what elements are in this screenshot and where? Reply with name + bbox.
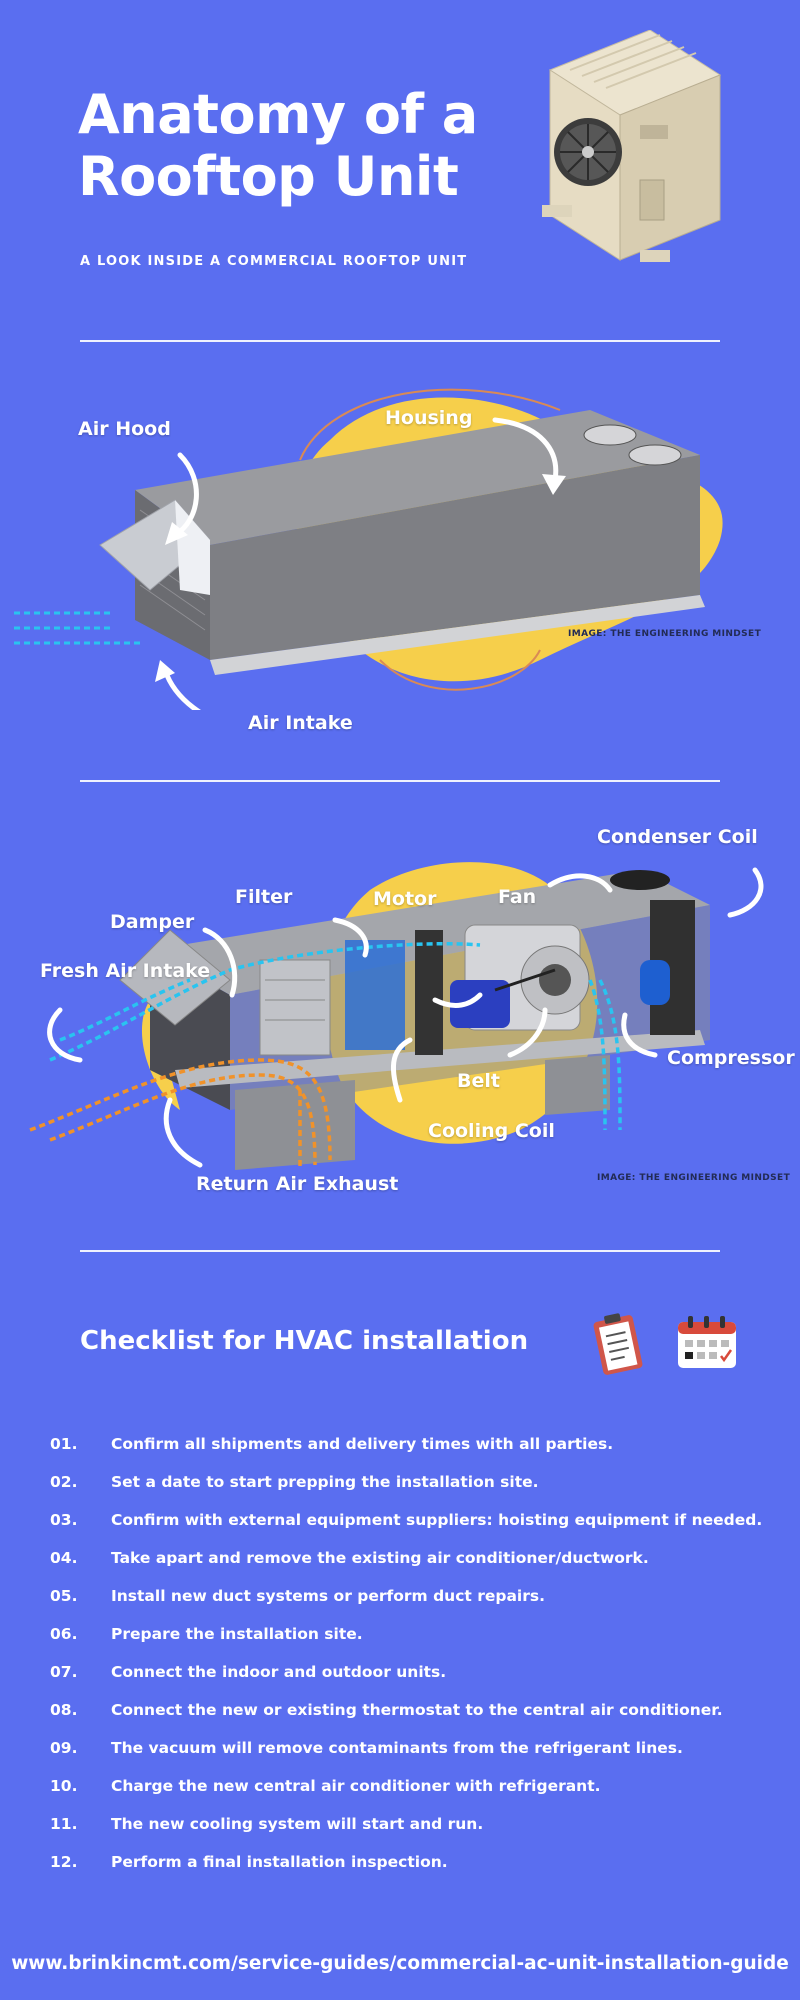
list-item: 10. Charge the new central air conditione… (50, 1767, 770, 1805)
item-text: Charge the new central air conditioner w… (111, 1777, 601, 1795)
item-number: 11. (50, 1815, 78, 1833)
section-divider (80, 1250, 720, 1252)
label-housing: Housing (385, 407, 473, 429)
section-divider (80, 340, 720, 342)
label-fresh-air-intake: Fresh Air Intake (40, 960, 211, 982)
image-credit-2: IMAGE: THE ENGINEERING MINDSET (597, 1173, 791, 1183)
label-compressor: Compressor (667, 1047, 795, 1069)
list-item: 01. Confirm all shipments and delivery ti… (50, 1425, 770, 1463)
list-item: 12. Perform a final installation inspecti… (50, 1843, 770, 1881)
list-item: 09. The vacuum will remove contaminants f… (50, 1729, 770, 1767)
item-number: 10. (50, 1777, 78, 1795)
item-number: 06. (50, 1625, 78, 1643)
item-text: Connect the new or existing thermostat t… (111, 1701, 723, 1719)
item-number: 09. (50, 1739, 78, 1757)
list-item: 04. Take apart and remove the existing ai… (50, 1539, 770, 1577)
item-number: 05. (50, 1587, 78, 1605)
section-divider (80, 780, 720, 782)
list-item: 05. Install new duct systems or perform d… (50, 1577, 770, 1615)
item-number: 01. (50, 1435, 78, 1453)
item-number: 03. (50, 1511, 78, 1529)
label-filter: Filter (235, 886, 293, 908)
rooftop-unit-exterior-diagram (14, 388, 723, 710)
list-item: 03. Confirm with external equipment suppl… (50, 1501, 770, 1539)
list-item: 07. Connect the indoor and outdoor units. (50, 1653, 770, 1691)
clipboard-icon (593, 1313, 643, 1375)
checklist: 01. Confirm all shipments and delivery ti… (50, 1425, 770, 1881)
list-item: 02. Set a date to start prepping the inst… (50, 1463, 770, 1501)
image-credit-1: IMAGE: THE ENGINEERING MINDSET (568, 629, 762, 639)
list-item: 11. The new cooling system will start and… (50, 1805, 770, 1843)
rooftop-unit-interior-diagram (29, 862, 764, 1170)
page-subtitle: A LOOK INSIDE A COMMERCIAL ROOFTOP UNIT (80, 254, 468, 269)
item-text: Connect the indoor and outdoor units. (111, 1663, 447, 1681)
list-item: 06. Prepare the installation site. (50, 1615, 770, 1653)
item-text: The vacuum will remove contaminants from… (111, 1739, 683, 1757)
item-number: 04. (50, 1549, 78, 1567)
item-text: The new cooling system will start and ru… (111, 1815, 484, 1833)
item-text: Confirm with external equipment supplier… (111, 1511, 763, 1529)
item-number: 07. (50, 1663, 78, 1681)
source-url[interactable]: www.brinkincmt.com/service-guides/commer… (11, 1953, 789, 1974)
item-text: Perform a final installation inspection. (111, 1853, 448, 1871)
item-text: Take apart and remove the existing air c… (111, 1549, 649, 1567)
item-text: Confirm all shipments and delivery times… (111, 1435, 614, 1453)
label-damper: Damper (110, 911, 195, 933)
label-air-hood: Air Hood (78, 418, 171, 440)
label-fan: Fan (498, 886, 537, 908)
label-air-intake: Air Intake (248, 712, 353, 734)
item-text: Set a date to start prepping the install… (111, 1473, 539, 1491)
checklist-title: Checklist for HVAC installation (80, 1326, 529, 1356)
calendar-icon (678, 1316, 736, 1368)
label-belt: Belt (457, 1070, 500, 1092)
item-number: 12. (50, 1853, 78, 1871)
list-item: 08. Connect the new or existing thermosta… (50, 1691, 770, 1729)
label-cooling-coil: Cooling Coil (428, 1120, 555, 1142)
ac-unit-icon (542, 30, 722, 262)
label-return-air-exhaust: Return Air Exhaust (196, 1173, 399, 1195)
label-condenser-coil: Condenser Coil (597, 826, 758, 848)
item-number: 02. (50, 1473, 78, 1491)
label-motor: Motor (373, 888, 437, 910)
item-text: Prepare the installation site. (111, 1625, 363, 1643)
page-title: Anatomy of a Rooftop Unit (78, 83, 478, 208)
item-number: 08. (50, 1701, 78, 1719)
item-text: Install new duct systems or perform duct… (111, 1587, 545, 1605)
